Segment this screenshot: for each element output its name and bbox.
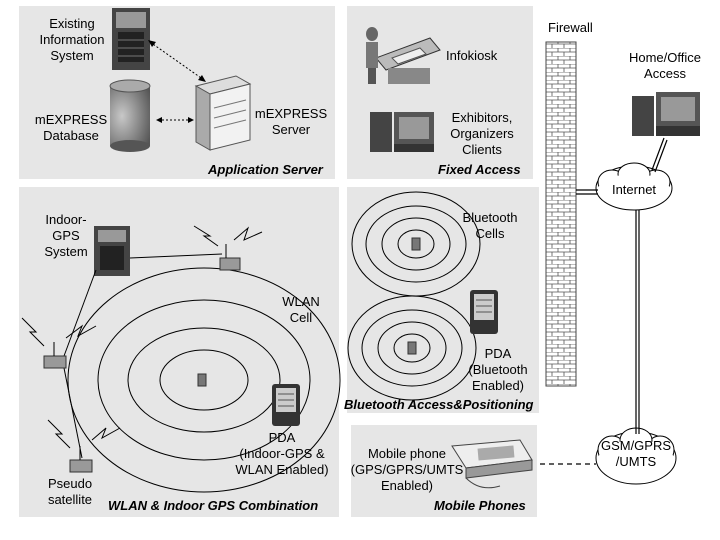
fixed-access-title: Fixed Access xyxy=(438,162,521,177)
home-office-pc-icon xyxy=(632,92,700,136)
mobile-phone-icon xyxy=(451,439,533,489)
application-server-panel xyxy=(17,4,337,181)
gsm-label: GSM/GPRS /UMTS xyxy=(600,438,672,469)
database-label: mEXPRESS Database xyxy=(34,112,108,143)
pseudo-satellite-label: Pseudo satellite xyxy=(47,476,93,507)
home-office-label: Home/Office Access xyxy=(628,50,701,81)
wlan-pda-label: PDA (Indoor-GPS & WLAN Enabled) xyxy=(235,430,329,477)
mobile-phone-label: Mobile phone (GPS/GPRS/UMTS Enabled) xyxy=(350,446,464,493)
database-icon xyxy=(109,79,151,152)
server-label: mEXPRESS Server xyxy=(254,106,328,137)
clients-label: Exhibitors, Organizers Clients xyxy=(450,110,514,157)
wlan-cell-label: WLAN Cell xyxy=(282,294,320,325)
mobile-phones-title: Mobile Phones xyxy=(434,498,526,513)
app-server-arrowheads xyxy=(148,40,206,123)
gsm-cloud-icon xyxy=(595,427,677,485)
mexpress-server-icon xyxy=(194,75,252,151)
firewall-label: Firewall xyxy=(548,20,593,35)
wlan-pda-icon xyxy=(272,384,300,426)
clients-desktop-icon xyxy=(370,112,434,152)
bluetooth-node-bottom-icon xyxy=(407,341,417,355)
existing-system-server-icon xyxy=(112,8,150,70)
pseudo-satellite-bottom-icon xyxy=(47,419,121,473)
internet-cloud-icon xyxy=(595,162,673,211)
pseudo-satellite-top-icon xyxy=(193,225,263,271)
indoor-gps-server-icon xyxy=(94,226,130,276)
app-server-links xyxy=(149,41,205,121)
bluetooth-pda-icon xyxy=(470,290,498,334)
wlan-access-point-icon xyxy=(197,373,207,387)
firewall-wall xyxy=(545,41,577,387)
infokiosk-icon xyxy=(366,27,441,84)
infokiosk-label: Infokiosk xyxy=(446,48,498,63)
wlan-cell-rings xyxy=(67,267,341,493)
bluetooth-title: Bluetooth Access&Positioning xyxy=(344,397,534,412)
bluetooth-cell-rings xyxy=(347,191,481,401)
wlan-gps-title: WLAN & Indoor GPS Combination xyxy=(108,498,319,513)
pseudo-satellite-left-icon xyxy=(21,317,97,369)
internet-label: Internet xyxy=(611,182,657,197)
bluetooth-cells-label: Bluetooth Cells xyxy=(462,210,518,241)
application-server-title: Application Server xyxy=(208,162,323,177)
gps-links xyxy=(63,253,223,459)
network-links xyxy=(540,137,668,465)
bluetooth-node-top-icon xyxy=(411,237,421,251)
bluetooth-pda-label: PDA (Bluetooth Enabled) xyxy=(468,346,528,393)
existing-system-label: Existing Information System xyxy=(39,16,105,63)
indoor-gps-label: Indoor- GPS System xyxy=(44,212,88,259)
